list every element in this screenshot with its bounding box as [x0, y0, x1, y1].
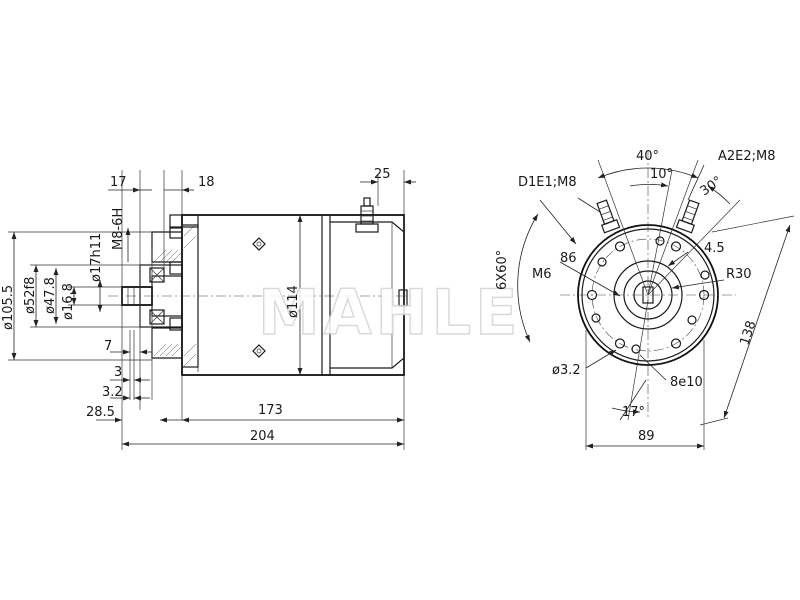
dim-25-label: 25	[374, 167, 391, 182]
dim-138-label: 138	[738, 319, 760, 347]
dia-3-2-label: ø3.2	[552, 363, 581, 378]
terminal-stud-side	[398, 289, 408, 307]
dim-89-label: 89	[638, 429, 655, 444]
terminal-a2e2-label: A2E2;M8	[718, 149, 776, 164]
fit-8e10-label: 8e10	[670, 375, 703, 390]
angle-10-label: 10°	[650, 167, 673, 182]
angle-40-label: 40°	[636, 149, 659, 164]
radius-30-label: R30	[726, 267, 752, 282]
dim-204-label: 204	[250, 429, 275, 444]
dim-17-label: 17	[110, 175, 127, 190]
holes-6x60-label: 6X60°	[495, 250, 510, 290]
watermark: MAHLE	[258, 276, 521, 349]
dim-18-label: 18	[198, 175, 215, 190]
dia-16-8-label: ø16.8	[61, 283, 76, 320]
dia-114-label: ø114	[286, 285, 301, 318]
bolt-marker-bottom	[252, 344, 266, 358]
dim-3-2-label: 3.2	[102, 385, 123, 400]
thread-m8-6h-label: M8-6H	[111, 208, 126, 250]
dia-105-5-label: ø105.5	[1, 285, 16, 330]
angle-17-label: 17°	[622, 405, 645, 420]
bolt-marker-top	[252, 237, 266, 251]
dia-17h11-label: ø17h11	[89, 233, 104, 282]
dim-4-5-label: 4.5	[704, 241, 725, 256]
terminal-d1e1-label: D1E1;M8	[518, 175, 577, 190]
dia-52f8-label: ø52f8	[23, 277, 38, 314]
dim-7-label: 7	[104, 339, 112, 354]
terminal-stud-right	[675, 199, 700, 234]
terminal-stud-left	[596, 199, 621, 234]
bolt-circle-86-label: 86	[560, 251, 577, 266]
mounting-holes	[586, 236, 710, 354]
drive-end-flange	[121, 214, 199, 368]
dim-28-5-label: 28.5	[86, 405, 115, 420]
dim-3-label: 3	[114, 365, 122, 380]
end-view	[517, 150, 795, 450]
dia-47-8-label: ø47.8	[43, 277, 58, 314]
dim-173-label: 173	[258, 403, 283, 418]
terminal-stud-top	[355, 197, 379, 233]
side-view	[8, 170, 416, 450]
thread-m6-label: M6	[532, 267, 552, 282]
